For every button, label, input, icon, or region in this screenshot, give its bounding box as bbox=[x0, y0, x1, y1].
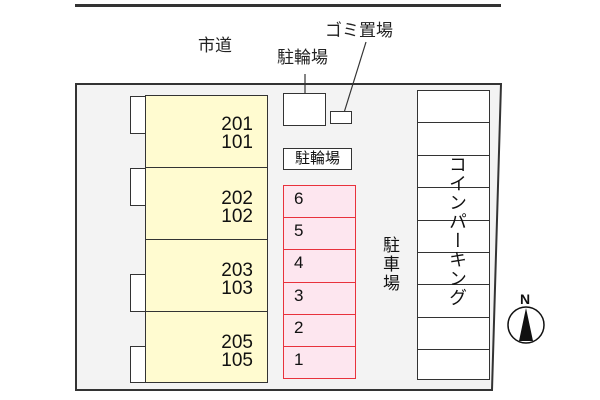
unit-upper-number: 205 bbox=[221, 332, 253, 353]
parking-space-number: 5 bbox=[294, 221, 304, 240]
coin-parking-slot bbox=[418, 318, 489, 351]
parking-space-2: 2 bbox=[283, 314, 356, 347]
parking-space-number: 1 bbox=[294, 350, 304, 369]
unit-upper-number: 201 bbox=[221, 114, 253, 135]
coin-parking-slot bbox=[418, 285, 489, 318]
parking-space-number: 2 bbox=[294, 318, 304, 337]
garbage-area bbox=[330, 111, 352, 124]
unit-upper-number: 203 bbox=[221, 260, 253, 281]
compass-north-label: N bbox=[520, 291, 531, 307]
unit-lower-number: 105 bbox=[221, 350, 253, 371]
unit-lower-number: 102 bbox=[221, 206, 253, 227]
unit-lower-number: 103 bbox=[221, 278, 253, 299]
unit-202-102: 202 102 bbox=[145, 167, 268, 240]
parking-lot-label: 駐車場 bbox=[379, 236, 399, 293]
unit-201-101: 201 101 bbox=[145, 95, 268, 168]
unit-205-105: 205 105 bbox=[145, 311, 268, 383]
parking-space-6: 6 bbox=[283, 185, 356, 218]
coin-parking bbox=[417, 90, 490, 380]
coin-parking-label: コインパーキング bbox=[446, 155, 467, 307]
parking-space-number: 3 bbox=[294, 286, 304, 305]
bicycle-parking-label: 駐輪場 bbox=[277, 48, 328, 68]
porch bbox=[130, 346, 146, 383]
coin-parking-slot bbox=[418, 221, 489, 253]
parking-space-4: 4 bbox=[283, 249, 356, 283]
coin-parking-slot bbox=[418, 350, 489, 380]
coin-parking-slot bbox=[418, 188, 489, 221]
porch bbox=[130, 96, 146, 134]
coin-parking-slot bbox=[418, 91, 489, 124]
coin-parking-slot bbox=[418, 123, 489, 156]
bicycle-parking-box: 駐輪場 bbox=[283, 148, 352, 170]
road-label: 市道 bbox=[198, 36, 232, 56]
garbage-area-label: ゴミ置場 bbox=[325, 21, 393, 41]
coin-parking-slot bbox=[418, 156, 489, 189]
road-line bbox=[75, 4, 501, 7]
compass-icon bbox=[507, 306, 545, 344]
parking-space-5: 5 bbox=[283, 217, 356, 250]
porch bbox=[130, 274, 146, 312]
porch bbox=[130, 168, 146, 206]
parking-space-3: 3 bbox=[283, 282, 356, 315]
unit-upper-number: 202 bbox=[221, 188, 253, 209]
coin-parking-slot bbox=[418, 253, 489, 286]
parking-space-number: 4 bbox=[294, 253, 304, 272]
bicycle-parking-area bbox=[283, 93, 326, 126]
unit-lower-number: 101 bbox=[221, 132, 253, 153]
unit-203-103: 203 103 bbox=[145, 239, 268, 312]
parking-space-1: 1 bbox=[283, 346, 356, 379]
parking-space-number: 6 bbox=[294, 189, 304, 208]
